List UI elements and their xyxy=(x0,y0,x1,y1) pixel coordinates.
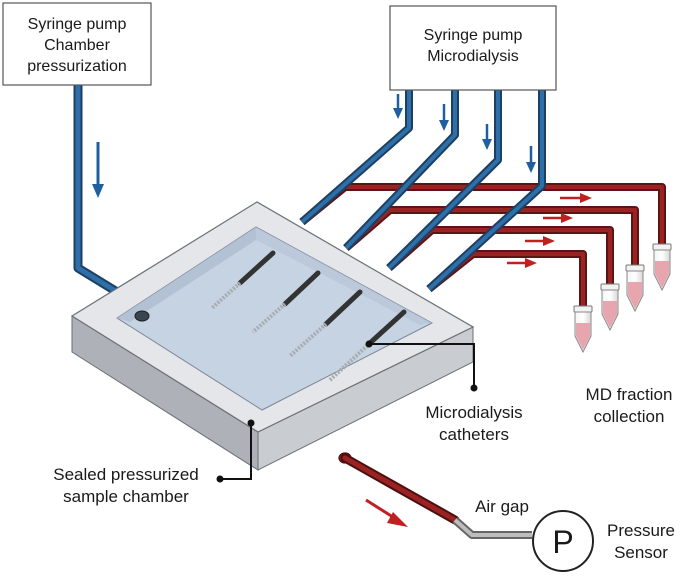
md-pump-line1: Syringe pump xyxy=(424,27,523,44)
flow-arrows xyxy=(92,94,592,268)
pressure-sensor-label-line1: Pressure xyxy=(607,521,675,540)
md-fraction-label: MD fraction collection xyxy=(586,385,673,426)
pressurization-tube xyxy=(73,80,125,299)
chamber-leader xyxy=(220,423,252,480)
pressurization-flow-arrow xyxy=(92,142,104,198)
pressure-sensor-symbol: P xyxy=(552,524,573,560)
pressure-sensor-label-line2: Sensor xyxy=(614,543,668,562)
leader-lines xyxy=(216,340,478,483)
pressure-line xyxy=(340,453,532,539)
vial xyxy=(652,243,672,292)
sealed-chamber-label-line1: Sealed pressurized xyxy=(53,465,199,484)
collection-vials xyxy=(573,243,672,354)
tubing xyxy=(73,80,666,306)
catheter xyxy=(328,309,407,382)
vial xyxy=(625,264,645,313)
sealed-chamber-label: Sealed pressurized sample chamber xyxy=(53,465,199,506)
md-fraction-label-line1: MD fraction xyxy=(586,385,673,404)
catheter-leader xyxy=(369,343,475,388)
pressure-sensor-circle xyxy=(532,510,594,572)
sealed-chamber-label-line2: sample chamber xyxy=(63,487,189,506)
catheter xyxy=(251,270,321,334)
microdialysis-inflow-tubes xyxy=(299,90,546,292)
chamber-pump-line3: pressurization xyxy=(27,58,127,75)
md-inflow-arrows xyxy=(393,94,536,173)
md-pump-box: Syringe pump Microdialysis xyxy=(389,5,557,91)
pressure-sensor-label: Pressure Sensor xyxy=(607,521,675,562)
air-gap-label: Air gap xyxy=(475,497,529,516)
inlet-port xyxy=(134,310,150,322)
chamber-pump-box: Syringe pump Chamber pressurization xyxy=(2,2,152,86)
vial xyxy=(573,305,593,354)
microdialysis-catheters xyxy=(210,250,407,382)
catheter xyxy=(288,289,363,358)
sample-chamber xyxy=(70,201,475,471)
catheter xyxy=(210,250,276,310)
chamber-pump-line2: Chamber xyxy=(44,37,110,54)
pressure-sensor: P xyxy=(532,510,594,572)
vial xyxy=(600,283,620,332)
md-pump-line2: Microdialysis xyxy=(427,48,519,65)
chamber-pump-line1: Syringe pump xyxy=(28,16,127,33)
pressure-flow-arrow xyxy=(365,498,408,527)
catheters-label-line2: catheters xyxy=(439,425,509,444)
md-fraction-label-line2: collection xyxy=(594,407,665,426)
catheters-label: Microdialysis catheters xyxy=(425,403,522,444)
catheters-label-line1: Microdialysis xyxy=(425,403,522,422)
md-outflow-arrows xyxy=(507,193,592,268)
